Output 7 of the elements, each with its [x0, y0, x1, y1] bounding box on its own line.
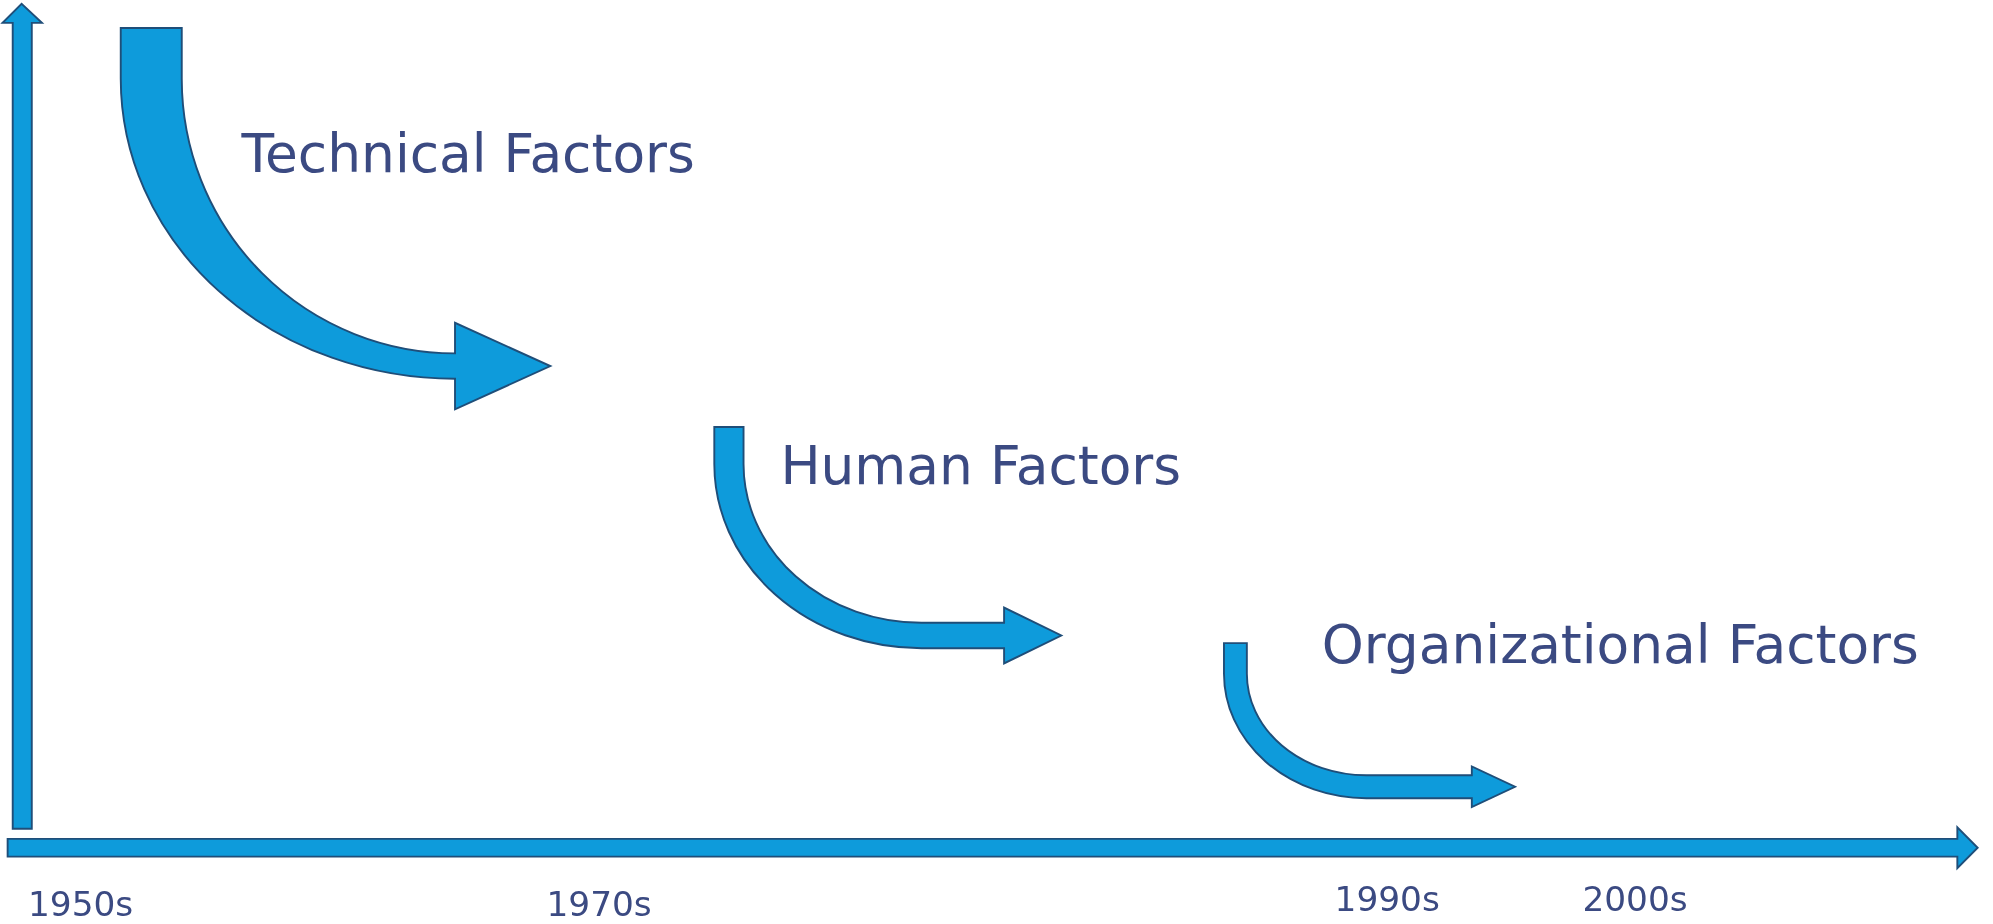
era-label: Organizational Factors: [1321, 619, 1919, 673]
era-label: Technical Factors: [241, 127, 695, 181]
era-label: Human Factors: [780, 439, 1182, 494]
tick-label: 1990s: [1334, 882, 1440, 917]
tick-label: 1950s: [27, 887, 134, 922]
tick-label: 2000s: [1582, 882, 1688, 917]
tick-label: 1970s: [546, 887, 652, 922]
